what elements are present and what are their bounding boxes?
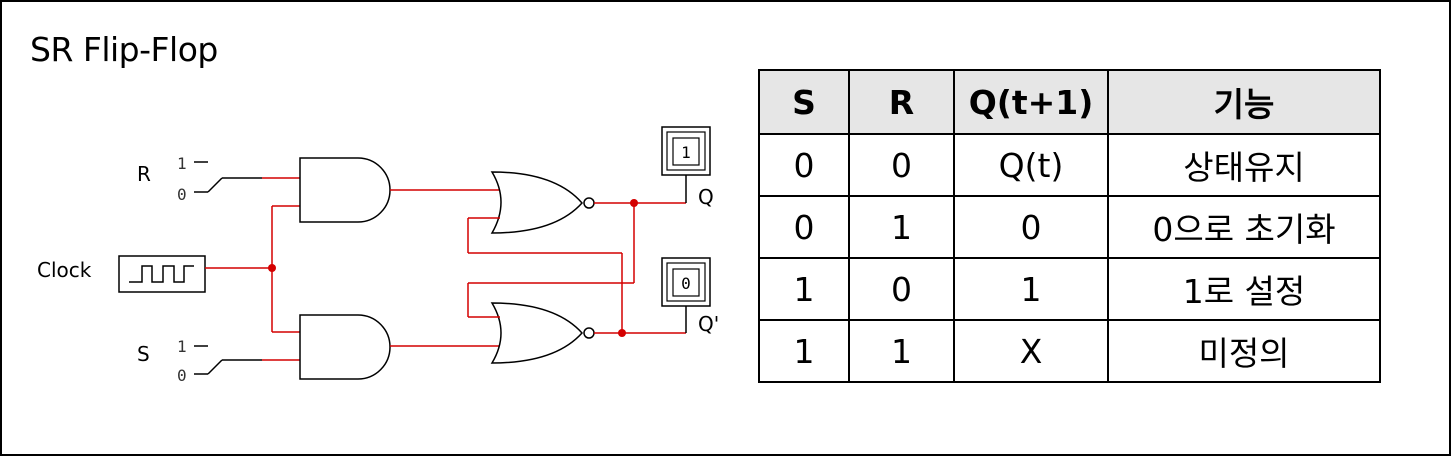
nor-gate-bottom: [490, 302, 584, 364]
q-output-probe: [661, 126, 711, 176]
diagram-title: SR Flip-Flop: [30, 30, 218, 69]
qbar-output-probe: [661, 257, 711, 307]
cell-q-next: Q(t): [953, 133, 1109, 197]
header-q-next: Q(t+1): [953, 69, 1109, 135]
cell-r: 0: [848, 257, 955, 321]
truth-table-header-row: S R Q(t+1) 기능: [758, 69, 1381, 135]
table-row: 0 0 Q(t) 상태유지: [758, 133, 1381, 197]
q-output-value: 1: [681, 143, 691, 162]
header-function: 기능: [1107, 69, 1381, 135]
qbar-output-label: Q': [698, 312, 719, 336]
cell-q-next: 0: [953, 195, 1109, 259]
cell-r: 0: [848, 133, 955, 197]
cell-s: 0: [758, 195, 850, 259]
header-r: R: [848, 69, 955, 135]
cell-s: 1: [758, 257, 850, 321]
clock-junction: [268, 264, 276, 272]
table-row: 1 0 1 1로 설정: [758, 257, 1381, 321]
cell-function: 미정의: [1107, 319, 1381, 383]
s-switch-zero-label: 0: [177, 366, 187, 385]
clock-waveform-icon: [129, 265, 194, 283]
r-switch-one-label: 1: [177, 154, 187, 173]
cell-s: 0: [758, 133, 850, 197]
nor-gate-top: [490, 171, 584, 234]
s-switch-lever[interactable]: [207, 359, 223, 375]
and-gate-top: [299, 157, 391, 223]
table-row: 1 1 X 미정의: [758, 319, 1381, 383]
sr-flip-flop-circuit: R 1 0 S 1 0 Clock 1 Q: [37, 126, 719, 385]
cell-s: 1: [758, 319, 850, 383]
qbar-output-value: 0: [681, 274, 691, 293]
cell-q-next: X: [953, 319, 1109, 383]
cell-function: 상태유지: [1107, 133, 1381, 197]
nor-bottom-bubble: [583, 327, 595, 339]
s-switch-one-label: 1: [177, 337, 187, 356]
cell-function: 1로 설정: [1107, 257, 1381, 321]
q-output-label: Q: [698, 185, 714, 209]
clock-label: Clock: [37, 258, 92, 282]
cell-r: 1: [848, 319, 955, 383]
cell-q-next: 1: [953, 257, 1109, 321]
cell-function: 0으로 초기화: [1107, 195, 1381, 259]
and-gate-bottom: [299, 314, 391, 380]
r-switch-lever[interactable]: [207, 177, 223, 193]
r-switch-zero-label: 0: [177, 185, 187, 204]
nor-top-bubble: [583, 197, 595, 209]
truth-table: S R Q(t+1) 기능 0 0 Q(t) 상태유지 0 1 0 0으로 초기…: [758, 69, 1381, 383]
r-input-label: R: [137, 162, 151, 186]
cell-r: 1: [848, 195, 955, 259]
s-input-label: S: [137, 342, 150, 366]
clock-generator[interactable]: [118, 255, 206, 293]
table-row: 0 1 0 0으로 초기화: [758, 195, 1381, 259]
header-s: S: [758, 69, 850, 135]
